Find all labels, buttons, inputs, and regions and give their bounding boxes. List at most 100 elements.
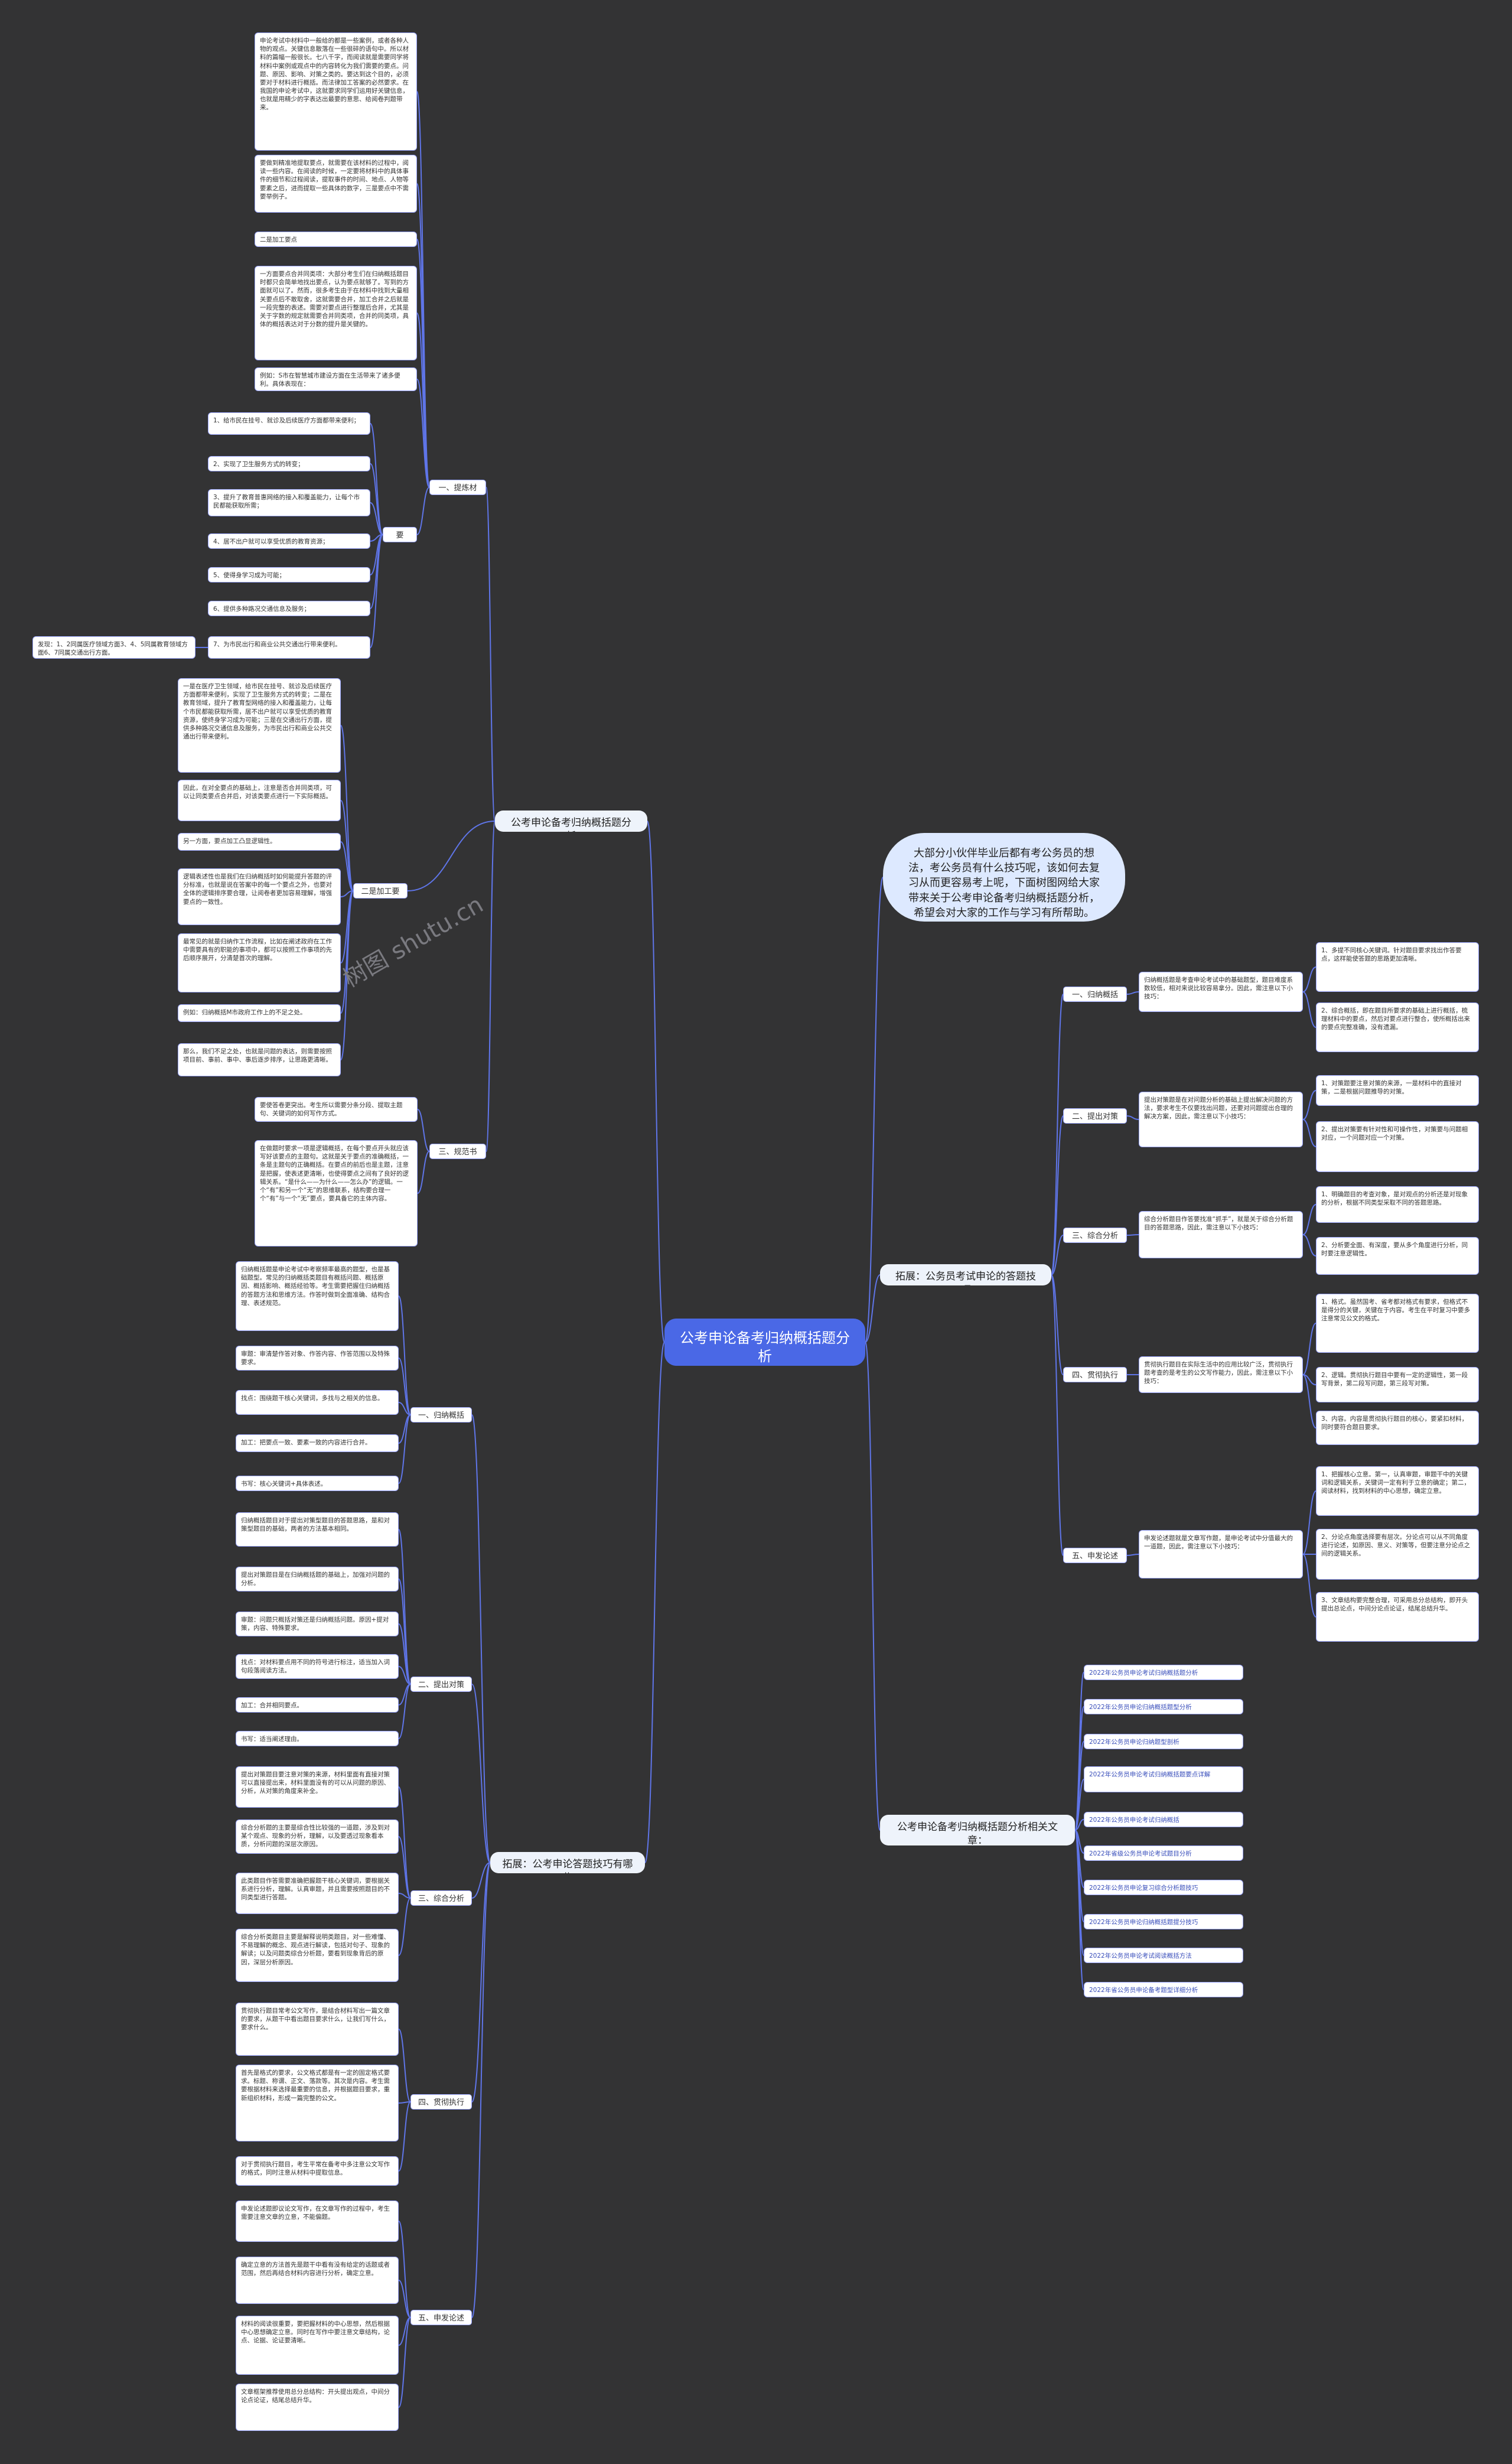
connector	[370, 502, 383, 535]
main-right-related[interactable]: 公考申论备考归纳概括题分析相关文章：	[880, 1815, 1075, 1845]
related-link-4[interactable]: 2022年公务员申论考试归纳概括	[1084, 1812, 1243, 1827]
merge-text-6[interactable]: 那么，我们不足之处，也就是问题的表达，则需要按照项目前、事前、事中、事后逐步排序…	[178, 1043, 341, 1076]
merge-note[interactable]: 发现：1、2同属医疗领域方面3、4、5同属教育领域方面6、7同属交通出行方面。	[32, 636, 195, 659]
main-left-top[interactable]: 公考申论备考归纳概括题分析	[495, 811, 647, 832]
merge-text-1[interactable]: 因此，在对全要点的基础上，注意是否合并同类项，可以让同类要点合并后，对该类要点进…	[178, 780, 341, 821]
g2-text-2[interactable]: 审题：问题只概括对策还是归纳概括问题。原因+提对策，内容、特殊要求。	[236, 1612, 399, 1636]
branch-g5[interactable]: 五、申发论述题	[410, 2310, 472, 2325]
skill-tip-b3-1[interactable]: 2、分析要全面、有深度，要从多个角度进行分析，同时要注意逻辑性。	[1316, 1237, 1479, 1275]
related-link-6[interactable]: 2022年公务员申论复习综合分析题技巧	[1084, 1880, 1243, 1895]
skill-desc-b5[interactable]: 申发论述题就是文章写作题，是申论考试中分值最大的一道题，因此，需注意以下小技巧：	[1139, 1530, 1303, 1578]
related-link-5[interactable]: 2022年省级公务员申论考试题目分析	[1084, 1845, 1243, 1861]
skill-tip-b2-0[interactable]: 1、对策题要注意对策的来源，一是材料中的直接对策，二是根据问题推导的对策。	[1316, 1075, 1479, 1106]
g3-text-0[interactable]: 提出对策题目要注意对策的来源，材料里面有直接对策可以直接提出来，材料里面没有的可…	[236, 1766, 399, 1808]
g2-text-1[interactable]: 提出对策题目是在归纳概括题的基础上，加强对问题的分析。	[236, 1567, 399, 1591]
g1-text-0[interactable]: 归纳概括题是申论考试中考察频率最高的题型，也是基础题型。常见的归纳概括类题目有概…	[236, 1261, 399, 1331]
related-link-8[interactable]: 2022年公务员申论考试阅读概括方法	[1084, 1948, 1243, 1963]
related-link-1[interactable]: 2022年公务员申论归纳概括题型分析	[1084, 1699, 1243, 1714]
point-5[interactable]: 6、提供多种路况交通信息及服务；	[208, 601, 370, 616]
g2-text-3[interactable]: 找点：对材料要点用不同的符号进行标注，适当加入词句段落阅读方法。	[236, 1654, 399, 1679]
skill-desc-b4[interactable]: 贯彻执行题目在实际生活中的应用比较广泛，贯彻执行题考查的是考生的公文写作能力，因…	[1139, 1356, 1303, 1393]
g2-text-4[interactable]: 加工：合并相同要点。	[236, 1697, 399, 1713]
merge-text-5[interactable]: 例如：归纳概括M市政府工作上的不足之处。	[178, 1004, 341, 1022]
connector	[1302, 1234, 1317, 1257]
branch-g2[interactable]: 二、提出对策题	[410, 1677, 472, 1692]
related-link-9[interactable]: 2022年省公务员申论备考题型详细分析	[1084, 1982, 1243, 1997]
skill-tip-b1-0[interactable]: 1、多提不同核心关键词。针对题目要求找出作答要点，这样能使答题的思路更加清晰。	[1316, 942, 1479, 992]
merge-text-2[interactable]: 另一方面，要点加工凸显逻辑性。	[178, 833, 341, 851]
g4-text-2[interactable]: 对于贯彻执行题目，考生平常在备考中多注意公文写作的格式，同时注意从材料中提取信息…	[236, 2156, 399, 2186]
skill-branch-b1[interactable]: 一、归纳概括	[1063, 987, 1127, 1002]
connector	[398, 1296, 411, 1415]
connector	[1302, 1374, 1317, 1428]
skill-tip-b3-0[interactable]: 1、明确题目的考查对象，是对观点的分析还是对现象的分析，根据不同类型采取不同的答…	[1316, 1186, 1479, 1223]
g2-text-5[interactable]: 书写：适当阐述理由。	[236, 1731, 399, 1746]
skill-tip-b4-2[interactable]: 3、内容。内容是贯彻执行题目的核心，要紧扣材料，同时要符合题目要求。	[1316, 1411, 1479, 1445]
branch-g1[interactable]: 一、归纳概括题	[410, 1407, 472, 1423]
main-right-skills[interactable]: 拓展：公务员考试申论的答题技巧	[880, 1264, 1051, 1285]
g2-text-0[interactable]: 归纳概括题目对于提出对策型题目的答题思路，是和对策型题目的基础，两者的方法基本相…	[236, 1512, 399, 1547]
skill-branch-b5[interactable]: 五、申发论述	[1063, 1548, 1127, 1563]
merge-text-0[interactable]: 一是在医疗卫生领域，给市民在挂号、就诊及后续医疗方面都带来便利，实现了卫生服务方…	[178, 678, 341, 773]
intro-cloud[interactable]: 大部分小伙伴毕业后都有考公务员的想法，考公务员有什么技巧呢，该如何去复习从而更容…	[883, 833, 1125, 922]
connector	[417, 1109, 430, 1152]
norm-text-0[interactable]: 要使答卷更突出。考生所以需要分条分段、提取主题句、关键词的如何写作方式。	[255, 1097, 418, 1122]
top-text-1[interactable]: 要做到精准地提取要点，就需要在该材料的过程中，阅读一些内容。在阅读的时候，一定要…	[255, 155, 417, 213]
connector	[398, 1893, 411, 1899]
branch-merge[interactable]: 二是加工要点	[353, 883, 408, 899]
g1-text-3[interactable]: 加工：把要点一致、要素一致的内容进行合并。	[236, 1434, 399, 1452]
g5-text-1[interactable]: 确定立意的方法首先是题干中看有没有给定的话题或者范围，然后再结合材料内容进行分析…	[236, 2257, 399, 2304]
g4-text-0[interactable]: 贯彻执行题目常考公文写作，是结合材料写出一篇文章的要求，从题干中看出题目要求什么…	[236, 2003, 399, 2056]
skill-desc-b3[interactable]: 综合分析题目作答要找准“抓手”，就是关于综合分析题目的答题思路，因此，需注意以下…	[1139, 1211, 1303, 1258]
skill-desc-b2[interactable]: 提出对策题是在对问题分析的基础上提出解决问题的方法，要求考生不仅要找出问题，还要…	[1139, 1092, 1303, 1147]
skill-branch-b4[interactable]: 四、贯彻执行题	[1063, 1367, 1127, 1382]
top-text-4[interactable]: 例如：S市在智慧城市建设方面在生活带来了诸多便利。具体表现在：	[255, 367, 417, 391]
point-0[interactable]: 1、给市民在挂号、就诊及后续医疗方面都带来便利；	[208, 412, 370, 435]
merge-text-4[interactable]: 最常见的就是归纳作工作流程，比如在阐述政府在工作中需要具有的职能的事项中，都可以…	[178, 933, 341, 992]
branch-g4[interactable]: 四、贯彻执行题	[410, 2094, 472, 2110]
skill-tip-b5-1[interactable]: 2、分论点角度选择要有层次。分论点可以从不同角度进行论述，如原因、意义、对策等，…	[1316, 1529, 1479, 1580]
related-link-3[interactable]: 2022年公务员申论考试归纳概括题要点详解	[1084, 1766, 1243, 1792]
connector	[1302, 1204, 1317, 1235]
g3-text-1[interactable]: 综合分析题的主要是综合性比较强的一道题，涉及到对某个观点、现象的分析，理解，以及…	[236, 1819, 399, 1854]
skill-tip-b2-1[interactable]: 2、提出对策要有针对性和可操作性，对策要与问题相对应，一个问题对应一个对策。	[1316, 1121, 1479, 1172]
g1-text-1[interactable]: 审题：审清楚作答对象、作答内容、作答范围以及特殊要求。	[236, 1346, 399, 1371]
top-text-2[interactable]: 二是加工要点	[255, 232, 417, 247]
connector	[1302, 1119, 1317, 1147]
related-link-2[interactable]: 2022年公务员申论归纳题型剖析	[1084, 1734, 1243, 1749]
top-text-3[interactable]: 一方面要点合并同类项：大部分考生们在归纳概括题目时都只会简单地找出要点，认为要点…	[255, 266, 417, 360]
skill-branch-b3[interactable]: 三、综合分析	[1063, 1228, 1127, 1243]
connector	[370, 463, 383, 535]
root-node[interactable]: 公考申论备考归纳概括题分析	[664, 1319, 865, 1366]
related-link-7[interactable]: 2022年公务员申论归纳概括题提分技巧	[1084, 1914, 1243, 1929]
g5-text-0[interactable]: 申发论述题即议论文写作，在文章写作的过程中，考生需要注意文章的立意，不能偏题。	[236, 2201, 399, 2242]
branch-extract[interactable]: 一、提炼材料	[429, 480, 486, 495]
point-2[interactable]: 3、提升了教育普惠网络的接入和覆盖能力，让每个市民都能获取所需；	[208, 489, 370, 516]
skill-tip-b5-2[interactable]: 3、文章结构要完整合理，可采用总分总结构，即开头提出总论点，中间分论点论证，结尾…	[1316, 1592, 1479, 1642]
skill-tip-b5-0[interactable]: 1、把握核心立意。第一，认真审题，审题干中的关键词和逻辑关系，关键词一定有利于立…	[1316, 1466, 1479, 1516]
point-3[interactable]: 4、居不出户就可以享受优质的教育资源；	[208, 533, 370, 549]
skill-branch-b2[interactable]: 二、提出对策	[1063, 1108, 1127, 1124]
point-1[interactable]: 2、实现了卫生服务方式的转变；	[208, 456, 370, 471]
main-left-bottom[interactable]: 拓展：公考申论答题技巧有哪些	[490, 1852, 645, 1873]
top-text-0[interactable]: 申论考试中材料中一般给的都是一些案例，或者各种人物的观点。关键信息散落在一些很碎…	[255, 32, 417, 151]
point-6[interactable]: 7、为市民出行和商业公共交通出行带来便利。	[208, 636, 370, 659]
related-link-0[interactable]: 2022年公务员申论考试归纳概括题分析	[1084, 1665, 1243, 1680]
skill-tip-b1-1[interactable]: 2、综合概括，即在题目所要求的基础上进行概括，梳理材料中的要点，然后对要点进行整…	[1316, 1002, 1479, 1052]
point-4[interactable]: 5、使得身学习成为可能；	[208, 567, 370, 582]
g5-text-2[interactable]: 材料的阅读很重要，要把握材料的中心思想，然后根据中心思想确定立意。同时在写作中要…	[236, 2316, 399, 2375]
norm-text-1[interactable]: 在做题时要求一项是逻辑概括，在每个要点开头就应该写好该要点的主题句。这就是关于要…	[255, 1140, 418, 1246]
g1-text-4[interactable]: 书写：核心关键词+具体表述。	[236, 1476, 399, 1491]
g4-text-1[interactable]: 首先是格式的要求，公文格式都是有一定的固定格式要求。标题、称谓、正文、落款等。其…	[236, 2065, 399, 2141]
g3-text-3[interactable]: 综合分析类题目主要是解释说明类题目，对一些难懂、不易理解的概念、观点进行解读，包…	[236, 1929, 399, 1982]
branch-norm[interactable]: 三、规范书写	[429, 1144, 486, 1159]
merge-text-3[interactable]: 逻辑表述性也是我们在归纳概括时如何能提升答题的评分标准，也就是说在答案中的每一个…	[178, 868, 341, 925]
g5-text-3[interactable]: 文章框架推荐使用总分总结构：开头提出观点，中间分论点论证，结尾总结升华。	[236, 2384, 399, 2431]
skill-tip-b4-1[interactable]: 2、逻辑。贯彻执行题目中要有一定的逻辑性，第一段写背景，第二段写问题，第三段写对…	[1316, 1367, 1479, 1402]
g1-text-2[interactable]: 找点：围绕题干核心关键词，多找与之相关的信息。	[236, 1390, 399, 1415]
g3-text-2[interactable]: 此类题目作答需要准确把握题干核心关键词，要根据关系进行分析，理解。认真审题，并且…	[236, 1873, 399, 1914]
yaodian-label[interactable]: 要点：	[383, 527, 417, 542]
skill-tip-b4-0[interactable]: 1、格式。虽然国考、省考都对格式有要求，但格式不是得分的关键，关键在于内容。考生…	[1316, 1294, 1479, 1353]
skill-desc-b1[interactable]: 归纳概括题是考查申论考试中的基础题型，题目难度系数较低，相对来说比较容易拿分。因…	[1139, 972, 1303, 1012]
branch-g3[interactable]: 三、综合分析题	[410, 1890, 472, 1906]
